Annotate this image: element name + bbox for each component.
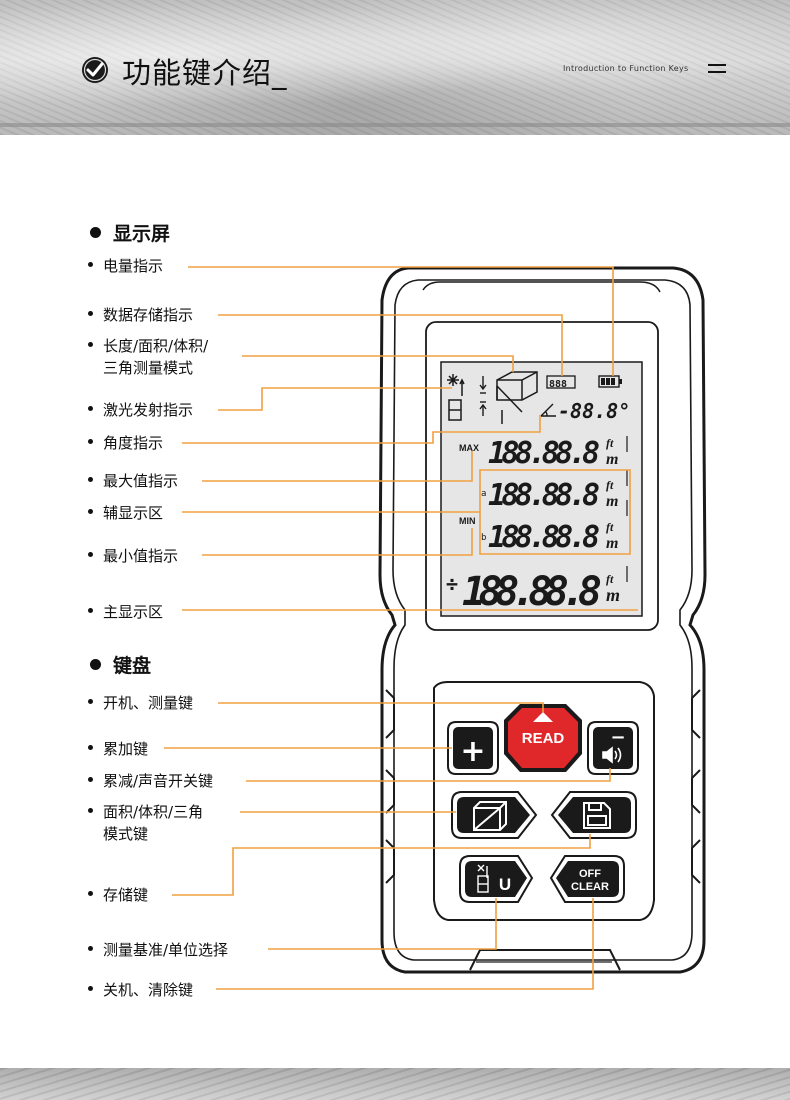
side-rib <box>691 769 701 814</box>
speaker-icon <box>602 746 622 764</box>
b-tag: b <box>481 533 486 543</box>
off-label: OFF <box>579 868 601 880</box>
label-store-key: 存储键 <box>88 884 148 906</box>
label-mode-key: 面积/体积/三角 <box>88 801 203 823</box>
section-bullet <box>90 227 101 238</box>
section-display-label: 显示屏 <box>113 223 171 245</box>
memory-readout: 888 <box>549 379 567 390</box>
unit-button[interactable]: U <box>459 855 534 903</box>
plus-label: + <box>460 734 485 769</box>
floppy-disk-icon <box>583 802 611 829</box>
lcd-row-1: 188.88.8 <box>488 436 600 471</box>
read-button[interactable]: READ <box>504 704 582 772</box>
unit-m-3: m <box>606 535 618 552</box>
side-rib <box>691 689 701 739</box>
max-tag: MAX <box>459 443 479 453</box>
unit-m-main: m <box>606 585 620 605</box>
lcd-row-2: 188.88.8 <box>488 478 600 513</box>
header-divider <box>0 123 790 127</box>
read-arrow-icon <box>533 712 553 722</box>
a-tag: a <box>481 489 486 499</box>
min-tag: MIN <box>459 516 476 526</box>
unit-m-1: m <box>606 451 618 468</box>
label-off-clear-key: 关机、清除键 <box>88 979 193 1001</box>
read-label: READ <box>522 730 565 747</box>
label-mode-key-line2: 模式键 <box>103 825 149 843</box>
side-rib <box>385 689 395 739</box>
footer-banner <box>0 1068 790 1100</box>
plusminus-sign: ÷ <box>446 572 458 596</box>
unit-label: U <box>499 875 511 894</box>
add-button[interactable]: + <box>447 721 499 775</box>
label-subtract-sound-key: 累减/声音开关键 <box>88 770 213 792</box>
header-banner <box>0 0 790 135</box>
lcd-row-main: 188.88.8 <box>462 569 602 615</box>
minus-label: − <box>610 727 625 748</box>
angle-icon <box>540 403 556 417</box>
label-angle: 角度指示 <box>88 432 163 454</box>
angle-readout: -88.8° <box>558 399 630 423</box>
unit-m-2: m <box>606 493 618 510</box>
mode-button[interactable] <box>451 791 538 839</box>
label-max: 最大值指示 <box>88 470 178 492</box>
mode-cube-icon <box>473 801 507 831</box>
clear-label: CLEAR <box>571 881 609 893</box>
label-power-measure-key: 开机、测量键 <box>88 692 193 714</box>
label-main-display: 主显示区 <box>88 601 163 623</box>
unit-ft-3: ft <box>606 520 614 534</box>
label-battery: 电量指示 <box>88 255 163 277</box>
page-subtitle: Introduction to Function Keys <box>563 64 689 73</box>
section-keypad-label: 键盘 <box>113 655 152 677</box>
label-unit-key: 测量基准/单位选择 <box>88 939 228 961</box>
side-rib <box>691 839 701 884</box>
device-inner-frame <box>392 279 693 961</box>
label-measure-mode-line2: 三角测量模式 <box>103 359 194 377</box>
unit-ft-main: ft <box>606 572 614 586</box>
menu-icon[interactable] <box>708 64 726 74</box>
label-laser: 激光发射指示 <box>88 399 193 421</box>
store-button[interactable] <box>550 791 637 839</box>
section-keypad: 键盘 <box>90 651 151 678</box>
battery-icon <box>598 375 622 388</box>
page-title: 功能键介绍_ <box>122 56 288 90</box>
unit-ft-2: ft <box>606 478 614 492</box>
label-measure-mode: 长度/面积/体积/ <box>88 335 208 357</box>
unit-ft-1: ft <box>606 436 614 450</box>
label-min: 最小值指示 <box>88 545 178 567</box>
section-bullet <box>90 659 101 670</box>
reference-arrows-icon <box>479 376 487 416</box>
subtract-sound-button[interactable]: − <box>587 721 639 775</box>
lcd-row-3: 188.88.8 <box>488 520 600 555</box>
off-clear-button[interactable]: OFF CLEAR <box>549 855 625 903</box>
label-aux-display: 辅显示区 <box>88 502 163 524</box>
label-add-key: 累加键 <box>88 738 148 760</box>
section-display: 显示屏 <box>90 219 170 246</box>
memory-box <box>546 375 576 389</box>
check-circle-icon <box>82 57 108 83</box>
label-data-storage: 数据存储指示 <box>88 304 193 326</box>
